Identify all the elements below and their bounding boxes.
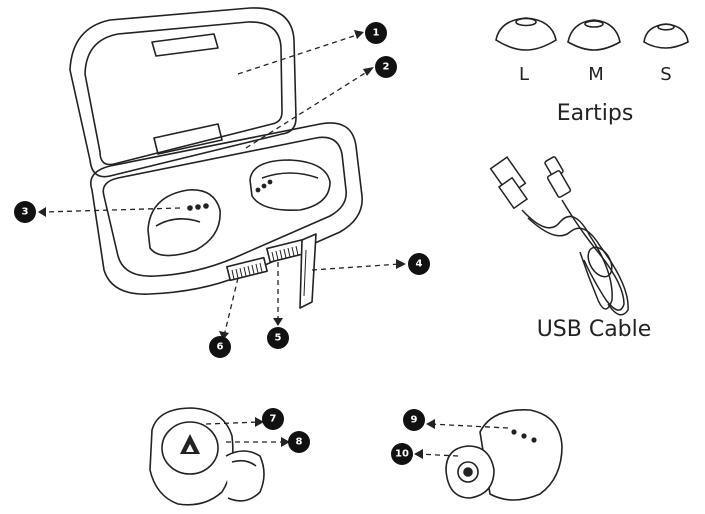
flap-slot [303, 249, 307, 297]
right-earbud-highlight [261, 172, 319, 179]
eartip-size-label-s: S [660, 64, 671, 85]
callout-4: 4 [408, 253, 430, 275]
earbud-back-body [479, 409, 563, 501]
earbud-nozzle-center [463, 467, 473, 477]
eartip-medium-icon [567, 19, 621, 51]
svg-text:8: 8 [296, 437, 303, 448]
left-charging-contacts [187, 203, 209, 211]
usb-cable-caption: USB Cable [537, 317, 652, 342]
svg-text:6: 6 [217, 342, 224, 353]
case-base-outer [90, 122, 363, 295]
earbud-back-arrowheads [414, 419, 435, 459]
svg-text:1: 1 [373, 28, 380, 39]
earbud-back-contacts [511, 429, 537, 443]
case-arrowheads [38, 30, 406, 340]
callout-6: 6 [209, 336, 231, 358]
charging-case [69, 7, 363, 309]
callout-1: 1 [365, 22, 387, 44]
earbud-back-leaders [417, 423, 509, 457]
svg-text:9: 9 [411, 415, 418, 426]
cable-strand-b [561, 199, 625, 311]
usb-a-plug [489, 156, 529, 210]
callout-7: 7 [262, 408, 284, 430]
earbud-front-arrowheads [255, 417, 290, 447]
usb-charging-port [266, 239, 306, 263]
svg-text:2: 2 [383, 62, 390, 73]
usb-port-grille [271, 245, 299, 262]
callout-3: 3 [14, 201, 36, 223]
cable-loop [587, 246, 613, 278]
lid-hinge-bottom [153, 123, 223, 155]
left-earbud-highlight [155, 218, 201, 227]
callout-2: 2 [375, 56, 397, 78]
usb-c-plug [544, 156, 572, 198]
callout-8: 8 [288, 431, 310, 453]
svg-text:4: 4 [416, 259, 423, 270]
eartip-small-icon [643, 23, 689, 49]
earbud-back-view [445, 409, 563, 501]
right-charging-contacts [255, 179, 273, 193]
callout-10: 10 [391, 443, 413, 465]
cable-strand-a [521, 209, 613, 310]
svg-text:3: 3 [22, 207, 29, 218]
callout-9: 9 [403, 409, 425, 431]
eartip-size-label-m: M [588, 64, 604, 85]
case-lid-outer [69, 7, 297, 178]
eartip-size-label-l: L [519, 64, 529, 85]
usb-cable-illustration [489, 156, 629, 316]
case-leader-lines [43, 33, 401, 337]
eartip-large-icon [495, 17, 557, 51]
right-earbud-in-case [249, 159, 331, 212]
svg-text:5: 5 [275, 333, 282, 344]
port-cover-flap [299, 233, 317, 309]
case-base-rim [102, 136, 347, 277]
eartips-caption: Eartips [557, 101, 634, 126]
left-earbud-in-case [147, 189, 221, 257]
callout-5: 5 [267, 327, 289, 349]
brand-logo-icon [180, 434, 200, 454]
earbud-front-tip [225, 450, 265, 502]
earbud-front-tip-rim [231, 459, 257, 467]
cable-strand-c [527, 217, 629, 316]
svg-text:7: 7 [270, 414, 277, 425]
svg-text:10: 10 [395, 449, 409, 460]
eartips-group [495, 17, 689, 51]
battery-indicator-lines [231, 262, 263, 280]
earbud-front-leaders [205, 421, 286, 443]
lid-hinge-top [151, 33, 219, 57]
case-lid-inner [84, 21, 283, 166]
